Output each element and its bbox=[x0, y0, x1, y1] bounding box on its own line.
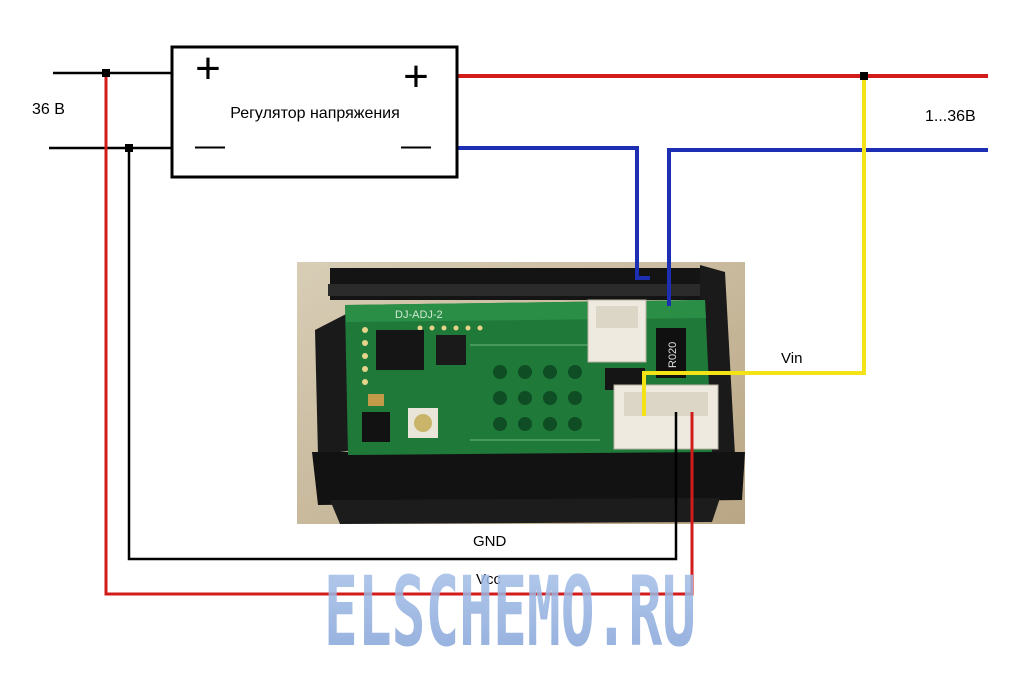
shunt-resistor bbox=[656, 328, 686, 378]
wires bbox=[49, 71, 988, 596]
vin-label: Vin bbox=[781, 350, 802, 367]
case-left-side bbox=[315, 312, 355, 455]
regulator-ic bbox=[362, 412, 390, 442]
gnd-wire bbox=[127, 148, 678, 561]
output-negative-wire-out bbox=[667, 148, 988, 306]
main-ic bbox=[376, 330, 424, 370]
segment-pads bbox=[493, 365, 582, 431]
output-negative-wire-in bbox=[457, 146, 650, 280]
pcb-pads bbox=[362, 325, 483, 385]
regulator-plus-output: + bbox=[403, 52, 429, 101]
voltmeter-photo: DJ-ADJ-2 R020 bbox=[297, 262, 745, 524]
regulator-title: Регулятор напряжения bbox=[230, 105, 400, 122]
regulator-minus-output: — bbox=[401, 129, 431, 162]
resistor-code: R020 bbox=[667, 342, 679, 368]
junction-dots bbox=[102, 69, 868, 152]
watermark: ELSCHEMO.RU bbox=[324, 556, 696, 668]
regulator-box bbox=[170, 45, 459, 179]
vcc-label: Vcc bbox=[476, 571, 502, 588]
vcc-wire bbox=[104, 73, 694, 596]
pcb-silkscreen: DJ-ADJ-2 bbox=[395, 309, 443, 321]
regulator-plus-input: + bbox=[195, 44, 221, 93]
voltage-regulator-block: + + Регулятор напряжения — — bbox=[170, 44, 459, 179]
input-voltage-label: 36 В bbox=[32, 101, 65, 118]
regulator-minus-input: — bbox=[195, 129, 225, 162]
gnd-label: GND bbox=[473, 533, 507, 550]
vin-wire bbox=[642, 76, 866, 416]
output-voltage-label: 1...36В bbox=[925, 108, 976, 125]
case-bottom-bezel bbox=[312, 452, 745, 505]
